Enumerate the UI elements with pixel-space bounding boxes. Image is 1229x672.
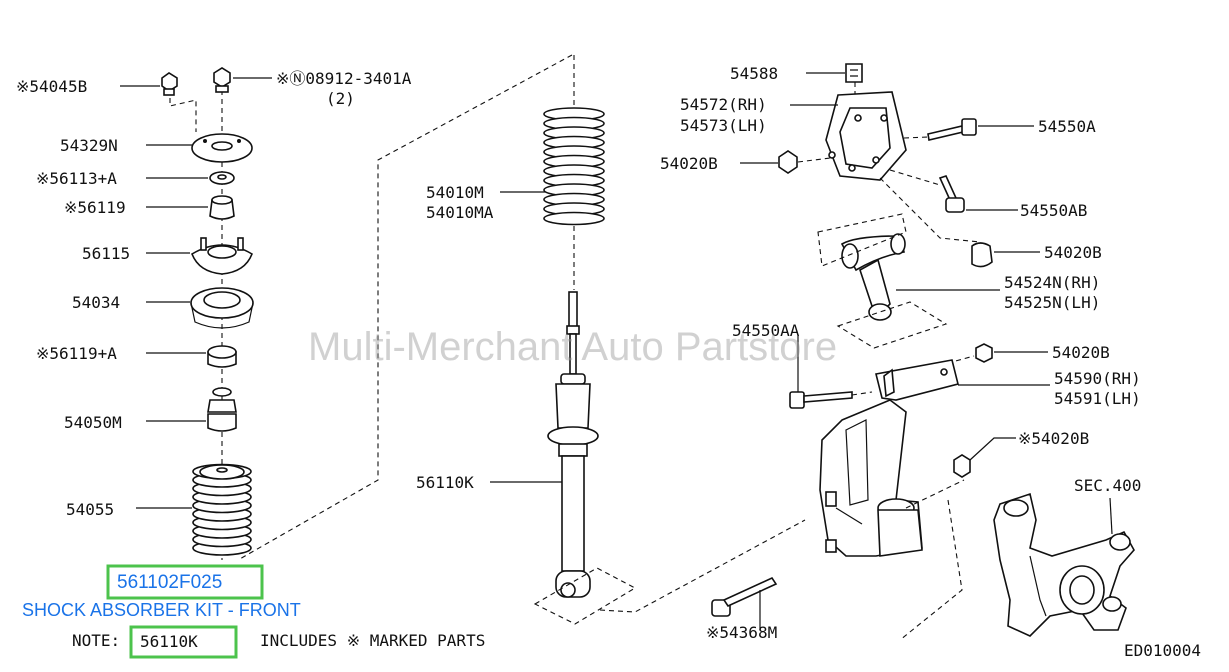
label-54550a: 54550A bbox=[1038, 117, 1096, 136]
label-08912: ※Ⓝ08912-3401A bbox=[276, 69, 412, 88]
label-54572-rh: 54572(RH) bbox=[680, 95, 767, 114]
kit-description: SHOCK ABSORBER KIT - FRONT bbox=[22, 600, 301, 620]
kit-part-highlight bbox=[106, 564, 264, 600]
link-54524n bbox=[840, 233, 906, 321]
clip-54588 bbox=[845, 63, 863, 83]
label-56113a: ※56113+A bbox=[36, 169, 117, 188]
label-54590-rh: 54590(RH) bbox=[1054, 369, 1141, 388]
label-54588: 54588 bbox=[730, 64, 778, 83]
label-54573-lh: 54573(LH) bbox=[680, 116, 767, 135]
label-54020b-d: ※54020B bbox=[1018, 429, 1089, 448]
kit-part-number[interactable]: 561102F025 bbox=[117, 572, 222, 593]
label-54034: 54034 bbox=[72, 293, 120, 312]
bolt-54368m bbox=[711, 576, 778, 617]
nut-54020b-lower bbox=[953, 454, 971, 478]
label-54550aa: 54550AA bbox=[732, 321, 800, 340]
label-54524n: 54524N(RH) bbox=[1004, 273, 1100, 292]
nut-54020b-upper bbox=[778, 150, 798, 174]
bracket-54572 bbox=[825, 91, 907, 181]
bolt-54550a bbox=[927, 118, 977, 141]
label-54010ma: 54010MA bbox=[426, 203, 494, 222]
bearing-54034 bbox=[190, 287, 254, 329]
bracket-54590 bbox=[875, 359, 959, 401]
label-54550ab: 54550AB bbox=[1020, 201, 1087, 220]
stopper-54050m bbox=[207, 387, 237, 432]
label-54050m: 54050M bbox=[64, 413, 122, 432]
washer-56113a bbox=[209, 171, 235, 185]
bolt-54550aa bbox=[789, 391, 853, 409]
label-54525n: 54525N(LH) bbox=[1004, 293, 1100, 312]
label-56119: ※56119 bbox=[64, 198, 126, 217]
watermark: Multi-Merchant Auto Partstore bbox=[308, 325, 837, 369]
nut-54020b-mid bbox=[971, 242, 993, 268]
nut-08912 bbox=[213, 67, 231, 93]
mount-56115 bbox=[191, 237, 253, 275]
bushing-56119 bbox=[209, 195, 235, 220]
dust-boot-54055 bbox=[192, 463, 252, 556]
label-54010m: 54010M bbox=[426, 183, 484, 202]
bolt-54550ab bbox=[938, 175, 965, 213]
diagram-id: ED010004 bbox=[1124, 641, 1201, 660]
label-56119a: ※56119+A bbox=[36, 344, 117, 363]
shock-absorber-56110k bbox=[547, 291, 599, 598]
sec400-knuckle bbox=[993, 492, 1135, 637]
label-56115: 56115 bbox=[82, 244, 130, 263]
label-54591-lh: 54591(LH) bbox=[1054, 389, 1141, 408]
note-text: INCLUDES ※ MARKED PARTS bbox=[260, 631, 485, 650]
label-54055: 54055 bbox=[66, 500, 114, 519]
note-part-number[interactable]: 56110K bbox=[140, 632, 198, 651]
bumper-56119a bbox=[207, 345, 237, 368]
nut-54045b bbox=[161, 72, 178, 96]
coil-spring-54010m bbox=[543, 107, 605, 226]
label-sec400: SEC.400 bbox=[1074, 476, 1141, 495]
label-54020b-b: 54020B bbox=[1044, 243, 1102, 262]
nut-54020b-right bbox=[975, 343, 993, 363]
label-54329n: 54329N bbox=[60, 136, 118, 155]
label-54020b-a: 54020B bbox=[660, 154, 718, 173]
label-56110k: 56110K bbox=[416, 473, 474, 492]
knuckle-body bbox=[819, 399, 923, 557]
label-54368m: ※54368M bbox=[706, 623, 777, 642]
label-54045b: ※54045B bbox=[16, 77, 87, 96]
label-08912-qty: (2) bbox=[326, 89, 355, 108]
note-prefix: NOTE: bbox=[72, 631, 120, 650]
note-part-highlight bbox=[129, 625, 238, 659]
label-54020b-c: 54020B bbox=[1052, 343, 1110, 362]
plate-54329n bbox=[191, 133, 253, 163]
